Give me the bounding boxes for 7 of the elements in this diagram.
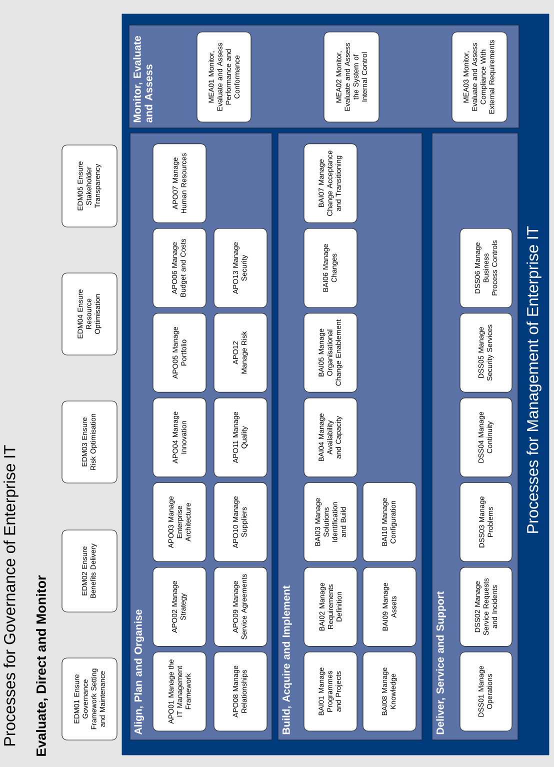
panel-heading: Monitor, Evaluate and Assess: [133, 36, 152, 122]
panel-heading: Align, Plan and Organise: [134, 610, 144, 735]
panel-heading: Build, Acquire and Implement: [282, 586, 292, 734]
panel-title: Processes for Management of Enterprise IT: [526, 226, 542, 533]
title: Processes for Governance of Enterprise IT: [4, 445, 18, 746]
section-heading: Evaluate, Direct and Monitor: [36, 575, 48, 756]
panel-heading: Deliver, Service and Support: [436, 591, 446, 734]
